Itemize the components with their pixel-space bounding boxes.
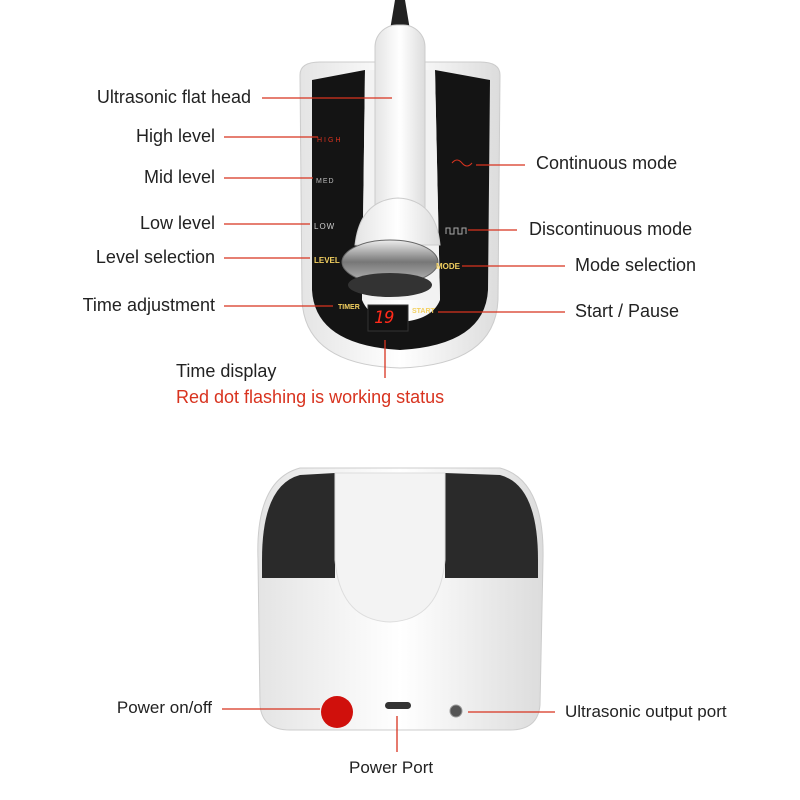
time-display-value: 19 [374,308,395,328]
panel-high[interactable]: HIGH [317,137,343,144]
bottom-callout-lines [222,708,555,752]
power-button[interactable] [321,696,353,728]
panel-mode-button[interactable]: MODE [436,262,460,271]
callout-continuous-mode: Continuous mode [536,153,678,173]
callout-time-adjustment: Time adjustment [82,295,215,315]
time-display-screen [367,304,409,332]
callout-power: Power on/off [116,698,212,717]
panel-med[interactable]: MED [316,178,335,185]
callout-output-port: Ultrasonic output port [565,702,727,721]
panel-start-button[interactable]: START [412,308,435,315]
callout-flat-head: Ultrasonic flat head [96,87,251,107]
top-device [299,0,501,369]
callout-discontinuous-mode: Discontinuous mode [529,219,693,239]
callout-level-selection: Level selection [95,247,215,267]
status-note: Red dot flashing is working status [176,387,445,407]
panel-timer-button[interactable]: TIMER [338,304,360,311]
output-port[interactable] [449,704,463,718]
callout-power-port: Power Port [349,758,434,777]
panel-low[interactable]: LOW [314,222,336,231]
callout-lines [224,97,565,378]
panel-level-button[interactable]: LEVEL [314,256,340,265]
callout-mode-selection: Mode selection [575,255,697,275]
callout-low-level: Low level [139,213,215,233]
callout-time-display: Time display [176,361,277,381]
callout-mid-level: Mid level [143,167,215,187]
bottom-device [257,467,544,731]
power-port[interactable] [385,702,411,709]
callout-start-pause: Start / Pause [575,301,680,321]
cable [390,0,410,30]
pulse-wave-icon[interactable] [445,227,467,235]
continuous-wave-icon[interactable] [451,159,473,167]
callout-high-level: High level [135,126,215,146]
